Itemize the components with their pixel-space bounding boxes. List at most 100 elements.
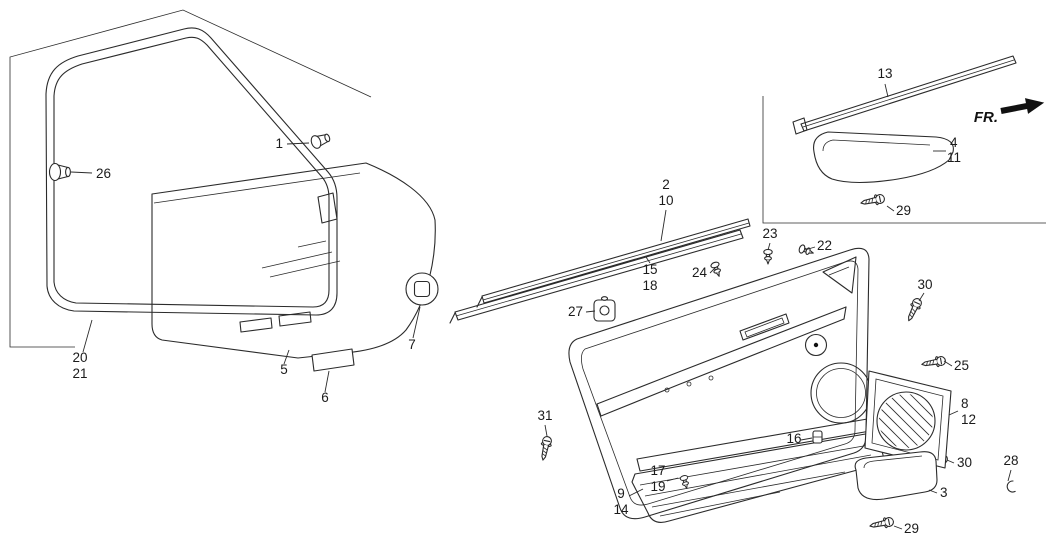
screw-25-icon [920, 354, 947, 370]
leader-17-19 [666, 477, 679, 482]
callout-12-label: 12 [961, 412, 976, 427]
screw-29-bottom-icon [868, 515, 895, 532]
trim-panel-inner-line [581, 260, 859, 506]
door-trim-panel [568, 247, 884, 523]
clip-28-icon [1006, 480, 1016, 493]
speaker-hole [810, 362, 872, 424]
leader-31 [544, 424, 548, 437]
callout-30-upper-label: 30 [917, 277, 932, 292]
callout-31-label: 31 [537, 408, 552, 423]
clip-27-icon [593, 296, 616, 322]
leader-26 [70, 171, 93, 174]
panel-hole [686, 381, 692, 387]
trim-panel-outline [568, 247, 870, 520]
leader-27 [585, 310, 596, 313]
callout-11-label: 11 [947, 150, 961, 165]
leader-9-14 [628, 488, 644, 497]
leader-13 [884, 83, 889, 98]
callout-24-label: 24 [692, 265, 708, 280]
door-pull-pocket [739, 313, 790, 341]
callout-17-label: 17 [650, 463, 665, 478]
pin-23-icon [763, 248, 773, 265]
callout-1-label: 1 [275, 136, 283, 151]
pin-24-icon [709, 260, 724, 279]
callout-15-label: 15 [642, 262, 657, 277]
fr-label: FR. [974, 109, 998, 126]
callout-21-label: 21 [72, 366, 87, 381]
panel-hole [664, 387, 670, 393]
armrest-4-11 [813, 131, 954, 184]
callout-14-label: 14 [613, 502, 629, 517]
callout-2-label: 2 [662, 177, 670, 192]
fasteners [537, 243, 1016, 532]
screw-29-top-icon [859, 192, 886, 209]
armrest-contour [600, 318, 845, 417]
corner-triangle [822, 256, 857, 294]
door-weatherstrip-inner [53, 36, 330, 308]
callout-8-label: 8 [961, 396, 969, 411]
callout-10-label: 10 [658, 193, 673, 208]
leader-22 [804, 246, 816, 251]
pin-22-icon [797, 243, 816, 258]
callout-7-label: 7 [408, 337, 416, 352]
leader-5 [283, 349, 290, 365]
callout-6-label: 6 [321, 390, 329, 405]
leader-23 [767, 242, 771, 251]
part-6-pad [311, 348, 355, 372]
molding-13 [792, 55, 1017, 135]
callout-9-label: 9 [617, 486, 625, 501]
leader-30-lower [946, 459, 955, 464]
speaker-grille [864, 370, 952, 469]
door-pocket [631, 431, 884, 523]
section-border [762, 96, 1046, 224]
leader-24 [709, 268, 715, 274]
leader-2-10 [660, 209, 667, 242]
belt-molding-inner [454, 229, 744, 321]
panel-hole [708, 375, 714, 381]
callout-28-label: 28 [1003, 453, 1018, 468]
leader-7 [412, 306, 421, 339]
top-right-section: FR. [762, 55, 1046, 224]
lining-pocket-hole [278, 311, 312, 327]
callout-22-label: 22 [817, 238, 832, 253]
lining-pocket-hole [239, 317, 273, 333]
callout-16-label: 16 [786, 431, 801, 446]
callout-20-label: 20 [72, 350, 87, 365]
leader-8-12 [948, 410, 959, 416]
view-border [9, 9, 372, 348]
callout-26-label: 26 [96, 166, 111, 181]
clip-26-icon [48, 162, 71, 182]
leader-16 [800, 437, 813, 441]
door-lining-sheet [151, 162, 436, 359]
leader-30-upper [918, 292, 925, 302]
leader-28 [1007, 469, 1012, 482]
leader-6 [324, 370, 330, 393]
grommet-7-icon [405, 272, 439, 306]
callout-25-label: 25 [954, 358, 969, 373]
trim-strip [636, 417, 877, 472]
callout-18-label: 18 [642, 278, 657, 293]
left-door-assembly [9, 9, 439, 372]
callout-27-label: 27 [568, 304, 583, 319]
leader-25 [943, 360, 953, 367]
clip-1-icon [310, 133, 331, 149]
callout-29-bottom-label: 29 [904, 521, 919, 536]
lock-knob-hole [804, 333, 828, 357]
leader-15-18 [645, 256, 651, 264]
armrest-3 [854, 451, 938, 501]
clip-16-icon [812, 430, 823, 444]
leader-lines [70, 83, 1012, 530]
armrest-contour [596, 306, 847, 405]
callout-30-lower-label: 30 [957, 455, 972, 470]
callout-19-label: 19 [650, 479, 665, 494]
callout-4-label: 4 [950, 135, 958, 150]
leader-29-top [886, 205, 895, 212]
screw-31-icon [537, 435, 554, 462]
fr-arrow-icon [1000, 98, 1045, 114]
window-bracket [317, 192, 338, 224]
pin-17-19-icon [679, 474, 691, 490]
leader-20-21 [82, 319, 93, 353]
callout-29-top-label: 29 [896, 203, 911, 218]
